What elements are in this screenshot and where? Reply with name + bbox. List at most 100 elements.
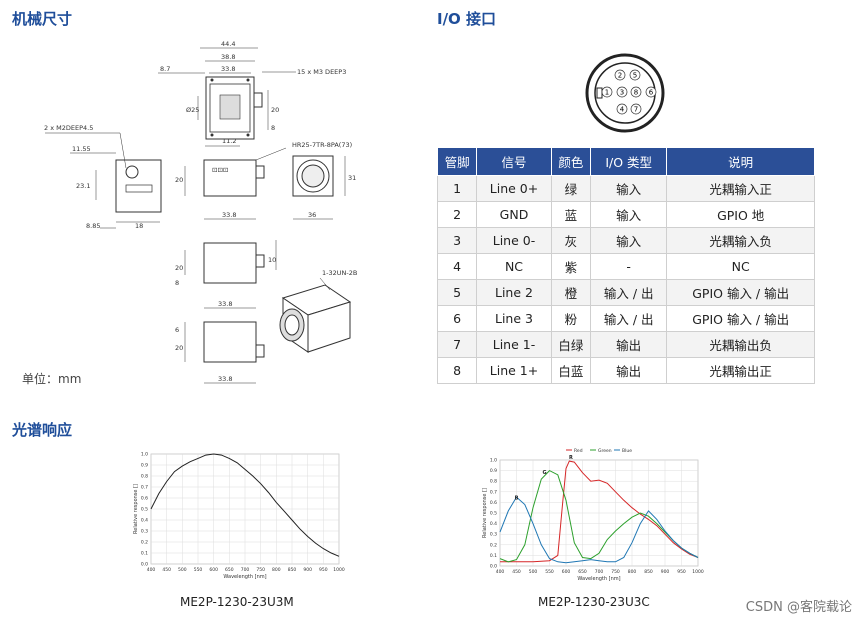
cell: 输入 (589, 227, 668, 254)
cell: 8 (436, 357, 478, 384)
dim-36: 36 (308, 211, 316, 219)
watermark: CSDN @客院载论 (745, 600, 852, 615)
x-tick-label: 550 (194, 567, 203, 573)
mechanical-drawing: 44.4 38.8 33.8 8.7 15 x M3 DEEP3 Ø25 20 … (44, 40, 357, 384)
pin-8-label: 8 (634, 89, 638, 97)
x-tick-label: 450 (512, 569, 521, 575)
cell: 白蓝 (550, 357, 591, 384)
x-axis-label: Wavelength [nm] (223, 574, 266, 580)
mechanical-dimensions-heading: 机械尺寸 (12, 10, 73, 28)
y-tick-label: 0.5 (490, 511, 497, 517)
x-tick-label: 900 (661, 569, 670, 575)
cell: 输入 (589, 175, 668, 202)
x-tick-label: 400 (147, 567, 156, 573)
cell: Line 2 (476, 279, 552, 306)
legend-entry: Red (574, 448, 583, 454)
x-tick-label: 800 (272, 567, 281, 573)
pin-7-label: 7 (634, 106, 638, 114)
units-label: 单位：mm (22, 372, 82, 386)
x-tick-label: 650 (225, 567, 234, 573)
x-tick-label: 500 (178, 567, 187, 573)
pin-3-label: 3 (620, 89, 624, 97)
dim-23-1: 23.1 (76, 182, 90, 190)
x-tick-label: 850 (644, 569, 653, 575)
cell: Line 0+ (476, 175, 552, 202)
dim-phi25: Ø25 (186, 106, 199, 114)
y-tick-label: 0.3 (490, 532, 497, 538)
lens-front-view (292, 155, 346, 220)
pin-1-label: 1 (605, 89, 609, 97)
cell: 输入 / 出 (589, 279, 668, 306)
x-tick-label: 900 (303, 567, 312, 573)
pin-4-circle (616, 103, 628, 115)
pin-8-circle (630, 86, 642, 98)
cell: 白绿 (550, 331, 591, 358)
dim-10: 10 (268, 256, 276, 264)
y-tick-label: 0.2 (490, 542, 497, 548)
y-tick-label: 0.0 (490, 564, 497, 570)
lens-mount-label: 1-32UN-2B (322, 269, 357, 277)
dim-11-55: 11.55 (72, 145, 91, 153)
x-tick-label: 600 (209, 567, 218, 573)
x-tick-label: 950 (677, 569, 686, 575)
cell: 橙 (550, 279, 591, 306)
legend-entry: Blue (622, 448, 632, 454)
header-pin: 管脚 (436, 147, 478, 176)
x-tick-label: 550 (545, 569, 554, 575)
cell: NC (666, 253, 815, 280)
x-tick-label: 600 (562, 569, 571, 575)
pin-6-circle (645, 86, 657, 98)
dim-8-bottom: 8 (175, 279, 179, 287)
io-interface-heading: I/O 接口 (437, 10, 497, 28)
pin-5-label: 5 (633, 72, 637, 80)
cell: 输出 (589, 331, 668, 358)
dim-31: 31 (348, 174, 356, 182)
mono-chart-caption: ME2P-1230-23U3M (180, 595, 294, 609)
cell: 输入 (589, 201, 668, 228)
y-tick-label: 0.6 (490, 500, 497, 506)
dim-33-8-bottom: 33.8 (218, 300, 232, 308)
x-tick-label: 1000 (333, 567, 345, 573)
y-axis-label: Relative response [] (482, 488, 488, 538)
series-annotation: G (542, 470, 546, 476)
series-line-green (499, 469, 699, 563)
spectral-response-heading: 光谱响应 (12, 421, 73, 439)
series-line-red (500, 460, 699, 563)
x-axis-label: Wavelength [nm] (577, 576, 620, 582)
cell: Line 3 (476, 305, 552, 332)
dim-18: 18 (135, 222, 143, 230)
y-tick-label: 1.0 (490, 458, 497, 464)
dim-20-side: 20 (175, 176, 183, 184)
cell: GND (476, 201, 552, 228)
y-tick-label: 0.4 (141, 518, 148, 524)
x-tick-label: 500 (529, 569, 538, 575)
cell: 光耦输入正 (666, 175, 815, 202)
table-header-row: 管脚 信号 颜色 I/O 类型 说明 (436, 147, 815, 176)
x-tick-label: 800 (628, 569, 637, 575)
y-tick-label: 0.9 (141, 463, 148, 469)
top-view (158, 47, 296, 147)
header-signal: 信号 (476, 147, 552, 176)
header-io-type: I/O 类型 (589, 147, 668, 176)
y-tick-label: 1.0 (141, 452, 148, 458)
series-annotation: R (569, 455, 573, 461)
side-view (184, 147, 287, 220)
screws-label: 15 x M3 DEEP3 (297, 68, 346, 76)
cell: 1 (436, 175, 478, 202)
y-tick-label: 0.7 (490, 489, 497, 495)
cell: 粉 (550, 305, 591, 332)
cell: 光耦输出正 (666, 357, 815, 384)
y-tick-label: 0.4 (490, 521, 497, 527)
m2-holes-label: 2 x M2DEEP4.5 (44, 124, 93, 132)
cell: 6 (436, 305, 478, 332)
pin-4-label: 4 (620, 106, 625, 114)
x-tick-label: 650 (578, 569, 587, 575)
